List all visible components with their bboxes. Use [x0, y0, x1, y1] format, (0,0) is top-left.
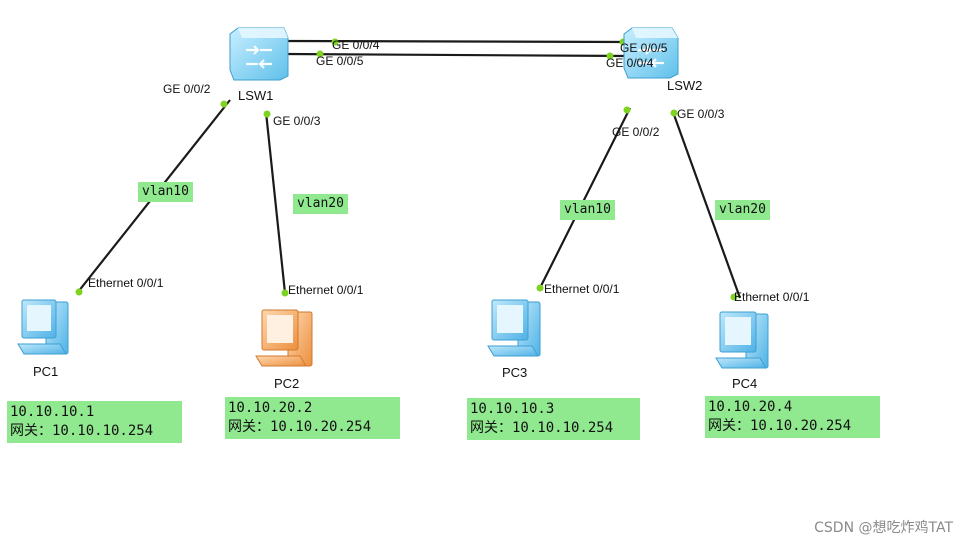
ip-box-pc3: 10.10.10.3 网关：10.10.10.254 [467, 398, 640, 440]
pc-icon[interactable] [487, 299, 541, 357]
port-label-lsw1-ge005: GE 0/0/5 [316, 54, 364, 68]
gateway-address: 网关：10.10.10.254 [10, 423, 154, 439]
ip-box-pc4: 10.10.20.4 网关：10.10.20.254 [705, 396, 880, 438]
port-dot [623, 106, 631, 114]
ip-box-pc1: 10.10.10.1 网关：10.10.10.254 [7, 401, 182, 443]
port-dot [536, 284, 544, 292]
ip-address: 10.10.20.4 [708, 399, 793, 415]
link-lsw1-pc2 [264, 111, 287, 294]
ip-address: 10.10.10.3 [470, 401, 555, 417]
device-label-pc3: PC3 [502, 365, 528, 380]
port-dot [606, 52, 614, 60]
pc-icon[interactable] [255, 309, 313, 367]
ip-address: 10.10.10.1 [10, 404, 95, 420]
port-dot [220, 100, 228, 108]
device-label-pc1: PC1 [33, 364, 59, 379]
link-lsw1-lsw2-ge005 [284, 52, 631, 58]
port-label-pc1-eth: Ethernet 0/0/1 [88, 276, 164, 290]
links [77, 39, 742, 299]
port-label-pc4-eth: Ethernet 0/0/1 [734, 290, 810, 304]
port-label-lsw2-ge005: GE 0/0/5 [620, 41, 668, 55]
port-dot [316, 50, 324, 58]
vlan-tag-pc1: vlan10 [138, 182, 193, 202]
vlan-tag-pc2: vlan20 [293, 194, 348, 214]
vlan-tag-pc4: vlan20 [715, 200, 770, 220]
port-label-pc3-eth: Ethernet 0/0/1 [544, 282, 620, 296]
port-dot [75, 288, 83, 296]
gateway-address: 网关：10.10.20.254 [708, 418, 852, 434]
ip-box-pc2: 10.10.20.2 网关：10.10.20.254 [225, 397, 400, 439]
vlan-tag-pc3: vlan10 [560, 200, 615, 220]
device-label-pc4: PC4 [732, 376, 758, 391]
port-label-lsw2-ge002: GE 0/0/2 [612, 125, 660, 139]
port-label-lsw2-ge003: GE 0/0/3 [677, 107, 725, 121]
port-label-lsw1-ge002: GE 0/0/2 [163, 82, 211, 96]
device-label-pc2: PC2 [274, 376, 300, 391]
port-dot [281, 289, 289, 297]
gateway-address: 网关：10.10.20.254 [228, 419, 372, 435]
port-label-pc2-eth: Ethernet 0/0/1 [288, 283, 364, 297]
link-lsw2-pc3 [539, 107, 631, 289]
port-dot [730, 293, 738, 301]
ip-address: 10.10.20.2 [228, 400, 313, 416]
port-dot [670, 109, 678, 117]
gateway-address: 网关：10.10.10.254 [470, 420, 614, 436]
pc-icon[interactable] [715, 311, 769, 369]
port-label-lsw1-ge004: GE 0/0/4 [332, 38, 380, 52]
link-lsw2-pc4 [671, 111, 742, 299]
port-dots [75, 38, 738, 301]
watermark: CSDN @想吃炸鸡TAT [814, 520, 953, 536]
port-label-lsw1-ge003: GE 0/0/3 [273, 114, 321, 128]
port-label-lsw2-ge004: GE 0/0/4 [606, 56, 654, 70]
port-dot [263, 110, 271, 118]
link-lsw1-lsw2-ge004 [284, 39, 631, 44]
pc-icon[interactable] [17, 299, 69, 355]
device-label-lsw2: LSW2 [667, 78, 703, 93]
switch-icon[interactable] [229, 27, 289, 81]
switch-icon[interactable] [623, 27, 679, 79]
device-label-lsw1: LSW1 [238, 88, 274, 103]
port-dot [331, 38, 339, 46]
